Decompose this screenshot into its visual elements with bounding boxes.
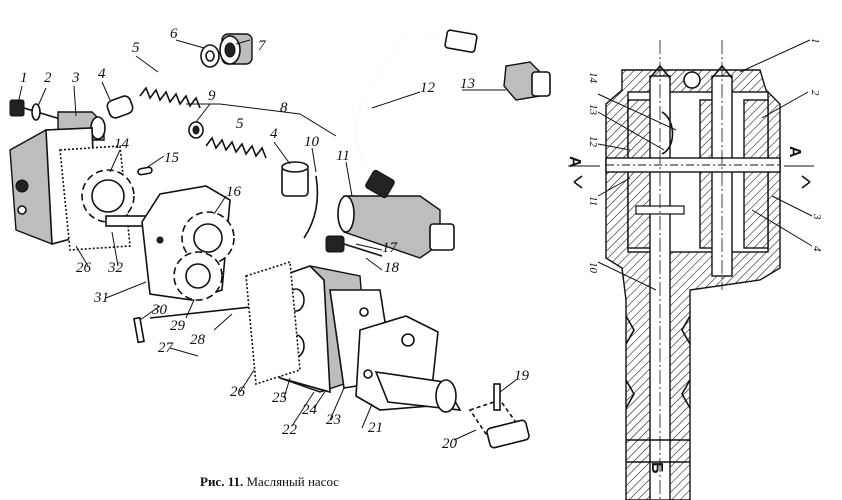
label-11: 11 (336, 148, 350, 164)
part-6-washer (200, 44, 220, 68)
leader-lines (17, 39, 517, 441)
label-18: 18 (384, 260, 400, 276)
label-22: 22 (282, 422, 298, 438)
label-17: 17 (382, 240, 399, 256)
part-22-shaft (374, 371, 462, 413)
part-16-driven-gear (173, 211, 235, 301)
label-4-second: 4 (270, 126, 278, 142)
label-32: 32 (107, 260, 124, 276)
part-11-filter-body (337, 195, 455, 259)
section-label-2: 2 (809, 90, 821, 96)
part-20-gear (468, 399, 530, 449)
section-label-11: 11 (587, 196, 599, 206)
part-28-shaft (149, 305, 261, 319)
label-24: 24 (302, 402, 318, 418)
label-15: 15 (164, 150, 180, 166)
label-30: 30 (151, 302, 168, 318)
part-12-oil-tube (355, 29, 478, 199)
section-label-4: 4 (811, 246, 823, 252)
part-30-pin (133, 316, 145, 344)
label-5-top: 5 (132, 40, 140, 56)
part-14-drive-gear (81, 169, 157, 227)
section-label-3: 3 (811, 213, 823, 220)
label-3: 3 (71, 70, 80, 86)
part-15-key (137, 166, 153, 176)
label-2: 2 (44, 70, 52, 86)
label-23: 23 (326, 412, 341, 428)
part-4-plunger-top (106, 95, 134, 119)
section-labels: 1 2 3 4 10 11 12 13 14 А А Б (566, 38, 823, 474)
part-19-pin (493, 383, 501, 411)
part-9-ring (188, 121, 204, 139)
label-14: 14 (114, 136, 130, 152)
part-7-plug (219, 33, 253, 65)
label-20: 20 (442, 436, 458, 452)
section-label-1: 1 (809, 38, 821, 44)
section-leader-lines (597, 39, 813, 291)
part-10-pin (303, 175, 319, 239)
label-7: 7 (258, 38, 267, 54)
label-25: 25 (272, 390, 288, 406)
label-26-back: 26 (76, 260, 92, 276)
part-5-spring-top (139, 86, 201, 109)
section-mark-b: Б (648, 462, 665, 474)
figure-caption: Рис. 11. Масляный насос (200, 474, 339, 490)
label-28: 28 (190, 332, 206, 348)
label-21: 21 (368, 420, 383, 436)
label-31: 31 (93, 290, 109, 306)
figure-title: Масляный насос (246, 474, 340, 489)
section-mark-a-left: А (566, 156, 583, 168)
label-1: 1 (20, 70, 28, 86)
label-5-second: 5 (236, 116, 244, 132)
label-9: 9 (208, 88, 216, 104)
label-6: 6 (170, 26, 178, 42)
part-17-18-bolt (325, 235, 383, 257)
label-16: 16 (226, 184, 242, 200)
label-12: 12 (420, 80, 436, 96)
section-label-12: 12 (587, 136, 599, 148)
figure-number: Рис. 11. (200, 474, 244, 489)
label-4-top: 4 (98, 66, 106, 82)
label-26-front: 26 (230, 384, 246, 400)
label-27: 27 (158, 340, 175, 356)
part-4-plunger-second (281, 161, 309, 197)
section-view: 1 2 3 4 10 11 12 13 14 А А Б (566, 38, 823, 500)
exploded-labels: 1 2 3 4 5 6 7 8 9 5 4 10 11 12 13 14 15 … (20, 26, 530, 452)
part-5-spring-second (205, 136, 267, 159)
section-label-14: 14 (587, 72, 599, 84)
section-label-10: 10 (587, 262, 599, 274)
part-26-gasket-front (245, 260, 301, 386)
label-10: 10 (304, 134, 320, 150)
label-13: 13 (460, 76, 475, 92)
section-mark-a-right: А (786, 146, 803, 158)
part-2-washer (31, 103, 41, 121)
label-29: 29 (170, 318, 186, 334)
exploded-view: 1 2 3 4 5 6 7 8 9 5 4 10 11 12 13 14 15 … (9, 26, 551, 452)
label-8: 8 (280, 100, 288, 116)
section-label-13: 13 (587, 104, 599, 116)
label-19: 19 (514, 368, 530, 384)
part-13-nut (503, 61, 551, 101)
